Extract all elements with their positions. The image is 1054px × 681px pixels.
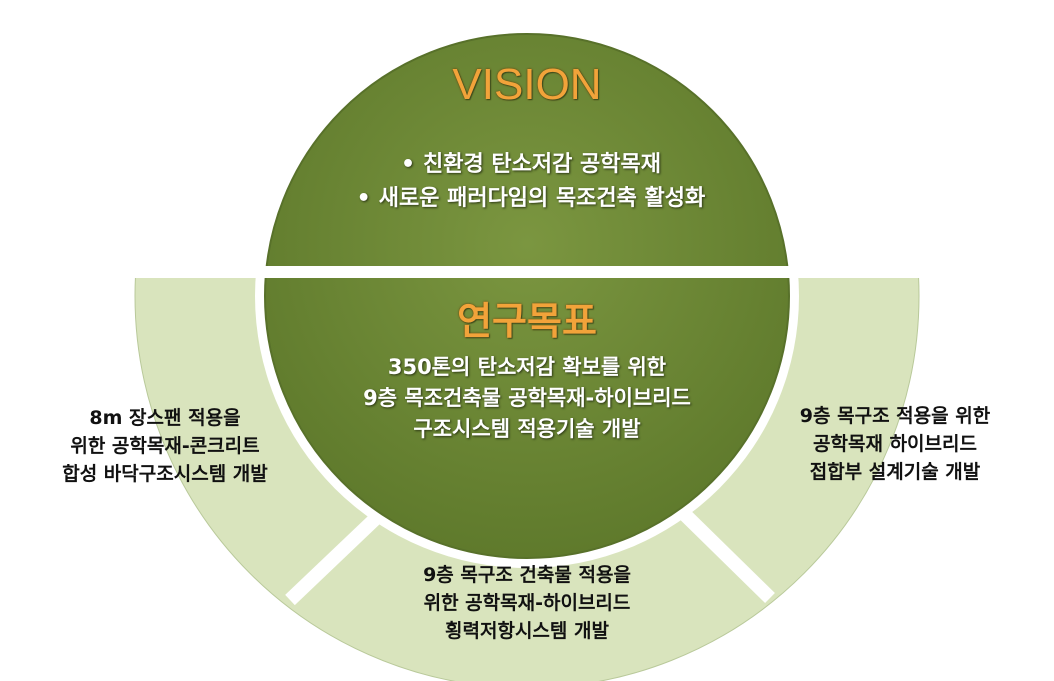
research-goal-line: 350톤의 탄소저감 확보를 위한: [387, 355, 667, 379]
bullet-icon: •: [400, 152, 416, 177]
sub-goal-right: 9층 목구조 적용을 위한 공학목재 하이브리드 접합부 설계기술 개발: [760, 402, 1030, 486]
sub-goal-line: 합성 바닥구조시스템 개발: [62, 463, 268, 485]
sub-goal-left: 8m 장스팬 적용을 위한 공학목재-콘크리트 합성 바닥구조시스템 개발: [20, 404, 310, 488]
research-goal-text: 350톤의 탄소저감 확보를 위한 9층 목조건축물 공학목재-하이브리드 구조…: [310, 352, 744, 445]
sub-goal-line: 공학목재 하이브리드: [813, 433, 977, 455]
vision-goal-circle: [264, 33, 790, 559]
vision-title: VISION: [452, 60, 602, 109]
sub-goal-line: 접합부 설계기술 개발: [809, 461, 981, 483]
vision-bullet-1: •친환경 탄소저감 공학목재: [300, 148, 754, 182]
circle-divider: [130, 266, 924, 278]
research-goal-title: 연구목표: [457, 299, 597, 343]
sub-goal-line: 위한 공학목재-하이브리드: [423, 592, 631, 614]
sub-goal-line: 9층 목구조 건축물 적용을: [423, 564, 631, 586]
sub-goal-line: 위한 공학목재-콘크리트: [70, 435, 260, 457]
bullet-icon: •: [356, 186, 371, 211]
research-goal-line: 구조시스템 적용기술 개발: [413, 417, 641, 441]
sub-goal-line: 횡력저항시스템 개발: [445, 620, 609, 642]
sub-goal-line: 9층 목구조 적용을 위한: [799, 405, 991, 427]
ring-separator-right: [665, 495, 775, 603]
sub-goal-line: 8m 장스팬 적용을: [89, 407, 241, 429]
sub-goal-bottom: 9층 목구조 건축물 적용을 위한 공학목재-하이브리드 횡력저항시스템 개발: [382, 561, 672, 645]
vision-bullets: •친환경 탄소저감 공학목재 •새로운 패러다임의 목조건축 활성화: [300, 148, 754, 216]
research-goal-line: 9층 목조건축물 공학목재-하이브리드: [363, 386, 691, 410]
vision-bullet-2: •새로운 패러다임의 목조건축 활성화: [300, 182, 754, 216]
